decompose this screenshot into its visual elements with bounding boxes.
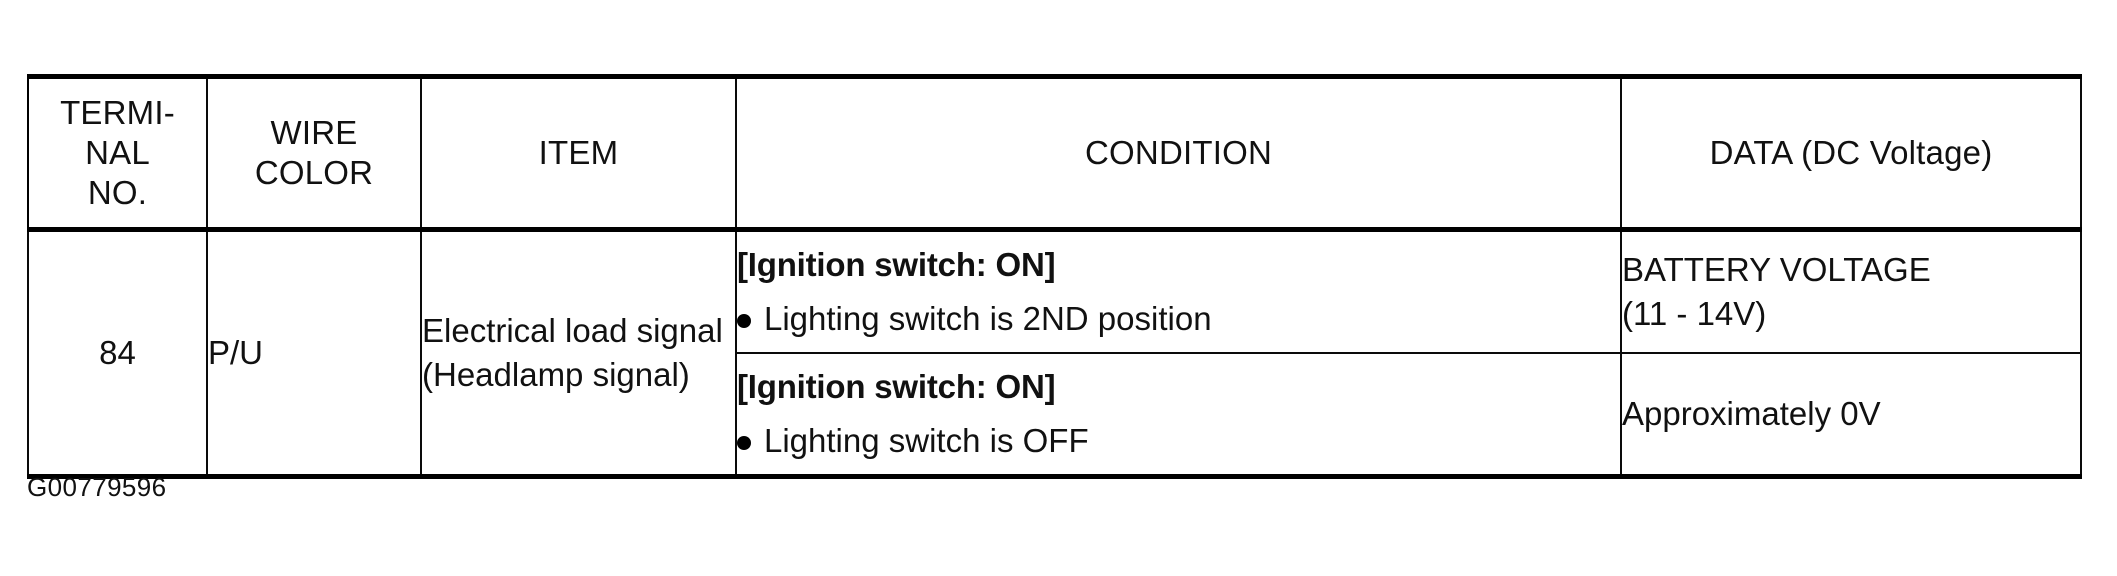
cell-terminal-no: 84 <box>27 228 208 477</box>
ecm-terminal-data-table: TERMI- NAL NO. WIRE COLOR ITEM CONDITION… <box>27 74 2082 479</box>
data-subtable: BATTERY VOLTAGE (11 - 14V) Approximately… <box>1622 232 2080 474</box>
item-line: Electrical load signal <box>422 311 723 349</box>
data-line: (11 - 14V) <box>1622 295 1767 332</box>
header-line: NAL <box>85 133 150 171</box>
table-row: 84 P/U Electrical load signal (Headlamp … <box>27 228 2082 477</box>
cell-item: Electrical load signal (Headlamp signal) <box>420 228 737 477</box>
condition-bullet-line: Lighting switch is OFF <box>737 419 1620 463</box>
condition-block-1: [Ignition switch: ON] Lighting switch is… <box>737 232 1620 354</box>
condition-bullet-line: Lighting switch is 2ND position <box>737 297 1620 341</box>
header-line: DATA (DC Voltage) <box>1709 133 1993 171</box>
condition-block-2: [Ignition switch: ON] Lighting switch is… <box>737 353 1620 474</box>
column-header-wire-color: WIRE COLOR <box>206 76 422 232</box>
cell-wire-color: P/U <box>206 228 422 477</box>
header-line: NO. <box>87 174 148 212</box>
column-header-terminal-no: TERMI- NAL NO. <box>27 76 208 232</box>
header-line: COLOR <box>254 154 374 191</box>
condition-subrow: [Ignition switch: ON] Lighting switch is… <box>737 232 1620 354</box>
condition-subrow: [Ignition switch: ON] Lighting switch is… <box>737 353 1620 474</box>
data-line: BATTERY VOLTAGE <box>1622 250 1931 288</box>
cell-data-group: BATTERY VOLTAGE (11 - 14V) Approximately… <box>1620 228 2082 477</box>
condition-heading: [Ignition switch: ON] <box>737 368 1056 406</box>
header-line: TERMI- <box>60 93 175 131</box>
figure-id-caption: G00779596 <box>27 472 167 502</box>
header-line: ITEM <box>538 133 619 171</box>
cell-condition-group: [Ignition switch: ON] Lighting switch is… <box>735 228 1622 477</box>
data-block-1: BATTERY VOLTAGE (11 - 14V) <box>1622 232 2080 354</box>
data-subrow: BATTERY VOLTAGE (11 - 14V) <box>1622 232 2080 354</box>
condition-bullet-text: Lighting switch is 2ND position <box>764 299 1212 337</box>
bullet-dot-icon <box>737 435 751 450</box>
header-line: CONDITION <box>1085 133 1272 171</box>
data-line: Approximately 0V <box>1622 394 1881 432</box>
data-block-2: Approximately 0V <box>1622 353 2080 474</box>
column-header-data: DATA (DC Voltage) <box>1620 76 2082 232</box>
condition-bullet-text: Lighting switch is OFF <box>764 421 1089 459</box>
column-header-item: ITEM <box>420 76 737 232</box>
table-header-row: TERMI- NAL NO. WIRE COLOR ITEM CONDITION… <box>27 76 2082 232</box>
bullet-dot-icon <box>737 313 751 328</box>
condition-subtable: [Ignition switch: ON] Lighting switch is… <box>737 232 1620 474</box>
item-line: (Headlamp signal) <box>422 356 690 393</box>
column-header-condition: CONDITION <box>735 76 1622 232</box>
header-line: WIRE <box>270 113 358 151</box>
condition-heading: [Ignition switch: ON] <box>737 246 1056 284</box>
data-subrow: Approximately 0V <box>1622 353 2080 474</box>
